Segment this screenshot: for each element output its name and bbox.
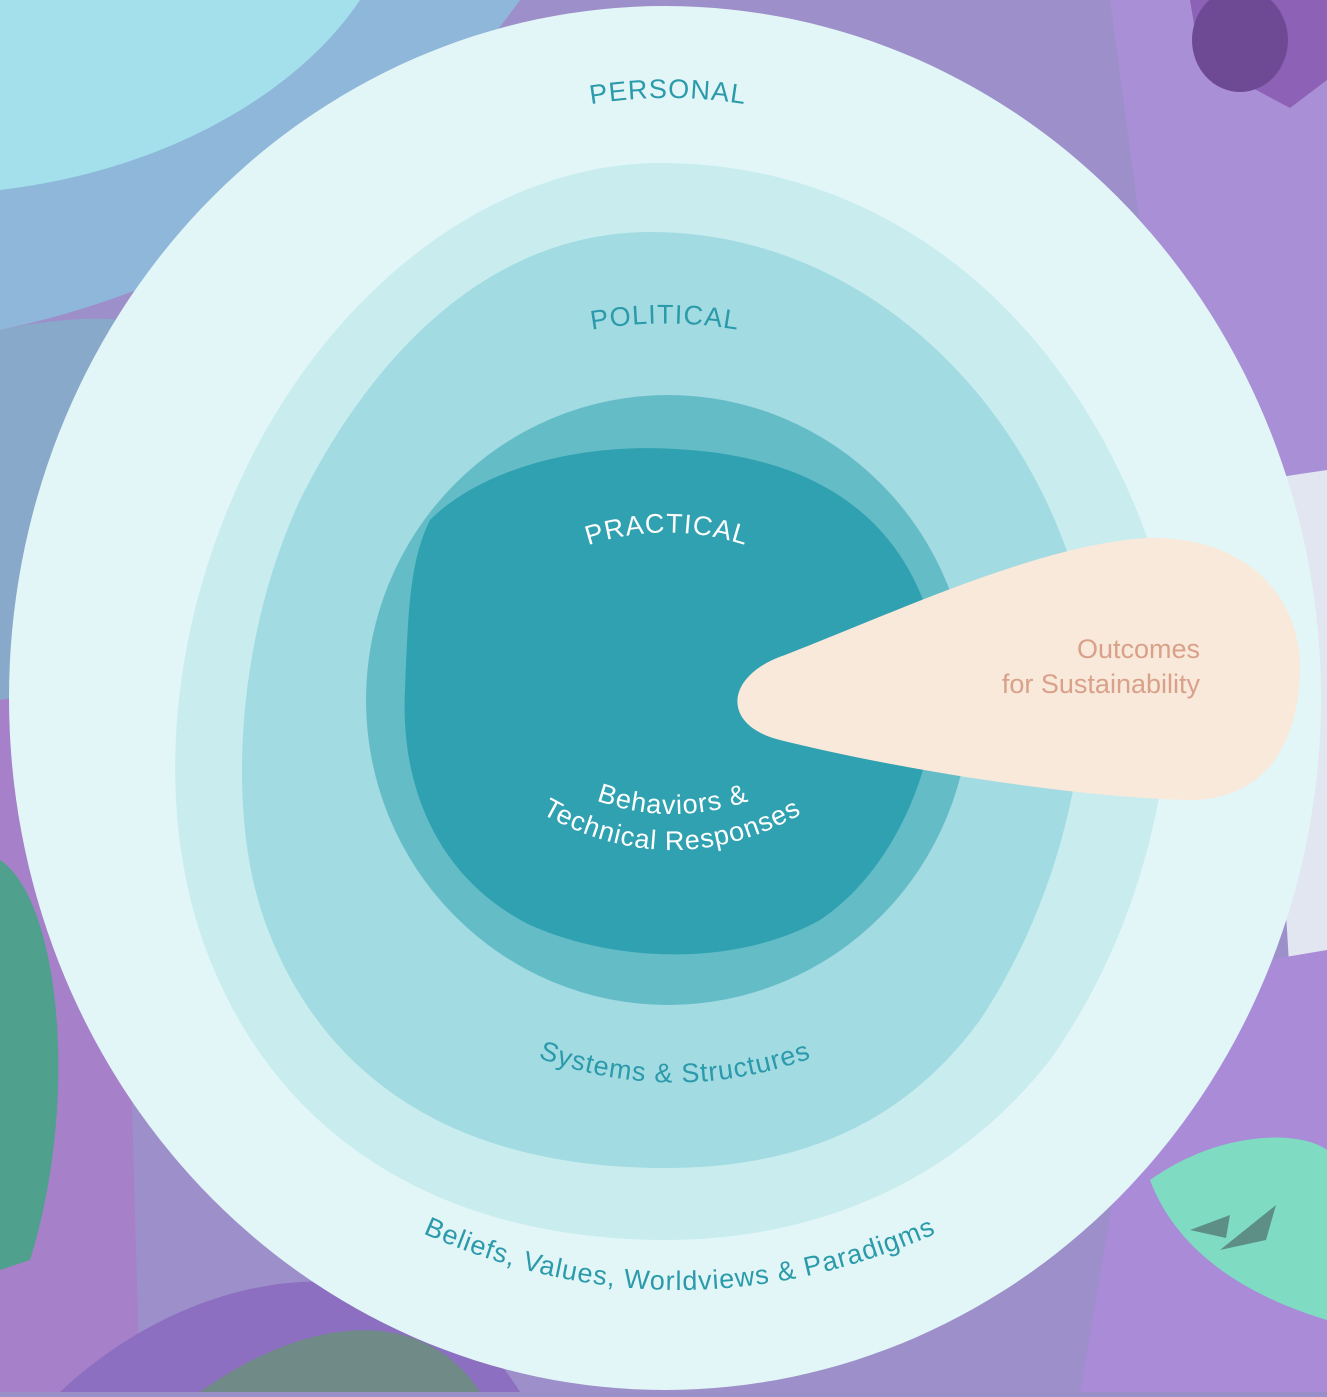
outcomes-label-line2: for Sustainability [1001, 669, 1200, 699]
practical-sphere-inner [404, 448, 937, 955]
outcomes-label: Outcomes for Sustainability [880, 632, 1200, 702]
outcomes-label-line1: Outcomes [1076, 634, 1200, 664]
outcomes-shape [737, 537, 1301, 800]
